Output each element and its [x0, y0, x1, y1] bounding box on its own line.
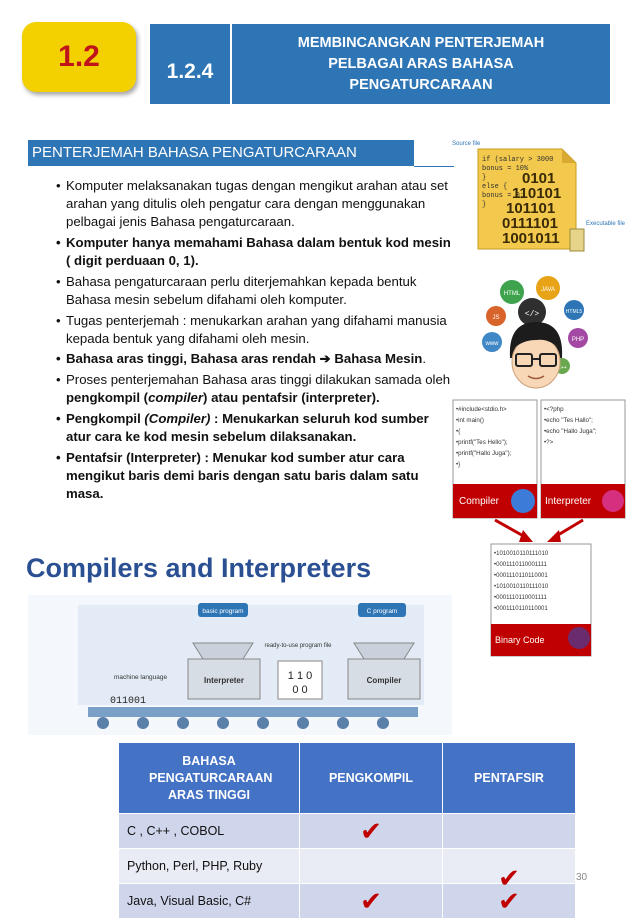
- interpreter-code-line: •echo "Hallo Juga";: [544, 428, 597, 435]
- language-tag: PHP: [572, 337, 584, 343]
- binary-code-line: •0001110110110001: [494, 606, 548, 612]
- interpreter-tick: ✔: [442, 848, 576, 891]
- machine-language-label: machine language: [114, 674, 168, 681]
- compiler-machine-label: Compiler: [367, 676, 402, 685]
- language-tag: C++: [557, 365, 567, 371]
- binary-code-line: •1010010110111010: [494, 584, 549, 590]
- basic-program-label: basic program: [202, 608, 243, 615]
- compiler-interpreter-machine-illustration: basic program Interpreter machine langua…: [28, 595, 452, 735]
- interpreter-empty-cell: [442, 813, 576, 849]
- executable-file-label: Executable file: [586, 221, 626, 227]
- section-title: PENTERJEMAH BAHASA PENGATURCARAAN: [28, 140, 414, 166]
- code-line: }: [482, 174, 486, 182]
- bullet-item: Tugas penterjemah : menukarkan arahan ya…: [56, 312, 456, 348]
- table-row: C , C++ , COBOL ✔: [118, 813, 576, 849]
- code-line: bonus = 0;: [482, 192, 524, 200]
- section-underline: [414, 166, 454, 167]
- header-divider: [230, 24, 232, 104]
- table-header-compiler: PENGKOMPIL: [299, 742, 443, 814]
- binary-code-line: •0001110110001111: [494, 562, 547, 568]
- bullet-item: Komputer hanya memahami Bahasa dalam ben…: [56, 234, 456, 270]
- language-cell: Python, Perl, PHP, Ruby: [118, 848, 300, 884]
- bullet-item: Proses penterjemahan Bahasa aras tinggi …: [56, 371, 456, 407]
- binary-line: 110101: [512, 185, 561, 202]
- language-tag: HTML: [504, 291, 521, 297]
- source-file-label: Source file: [452, 141, 481, 147]
- arrow-icon: ➔: [319, 351, 331, 367]
- compiler-code-line: •int main(): [456, 417, 484, 424]
- binary-code-line: •1010010110111010: [494, 551, 549, 557]
- language-translator-table: BAHASA PENGATURCARAAN ARAS TINGGI PENGKO…: [118, 742, 576, 919]
- binary-code-label: Binary Code: [495, 635, 545, 645]
- check-icon: ✔: [498, 886, 520, 916]
- header-title-line-3: PENGATURCARAAN: [349, 76, 493, 93]
- table-header-language: BAHASA PENGATURCARAAN ARAS TINGGI: [118, 742, 300, 814]
- ready-to-use-label: ready-to-use program file: [264, 643, 332, 649]
- language-tag: </>: [525, 310, 540, 319]
- program-file-bits: 0 0: [292, 684, 307, 696]
- table-row: Python, Perl, PHP, Ruby ✔: [118, 848, 576, 891]
- page-number: 30: [576, 872, 588, 883]
- binary-line: 101101: [506, 200, 555, 217]
- chapter-badge: 1.2: [22, 22, 136, 92]
- binary-code-line: •0001110110110001: [494, 573, 548, 579]
- check-icon: ✔: [498, 863, 520, 893]
- compiler-empty-cell: [299, 848, 443, 884]
- language-tag: JS: [492, 315, 499, 321]
- language-tag: www: [485, 341, 500, 347]
- compilers-interpreters-title: Compilers and Interpreters: [26, 553, 372, 583]
- interpreter-code-line: •echo "Tes Hallo";: [544, 417, 593, 424]
- binary-code-line: •0001110110001111: [494, 595, 547, 601]
- c-program-label: C program: [367, 608, 398, 615]
- bullet-item: Pengkompil (Compiler) : Menukarkan selur…: [56, 410, 456, 446]
- compiler-code-line: •printf("Tes Hello");: [456, 439, 508, 446]
- interpreter-tick: ✔: [442, 883, 576, 919]
- interpreter-label: Interpreter: [545, 496, 592, 507]
- header-title-line-1: MEMBINCANGKAN PENTERJEMAH: [297, 34, 545, 51]
- compiler-interpreter-diagram: •#include<stdio.h> •int main() •{ •print…: [451, 398, 627, 660]
- language-cell: C , C++ , COBOL: [118, 813, 300, 849]
- compiler-tick: ✔: [299, 813, 443, 849]
- code-line: else {: [482, 183, 507, 191]
- binary-line: 0111101: [502, 215, 558, 232]
- check-icon: ✔: [360, 886, 382, 916]
- binary-line: 1001011: [502, 230, 560, 247]
- compiler-tick: ✔: [299, 883, 443, 919]
- program-file-bits: 1 1 0: [288, 670, 312, 682]
- compiler-code-line: •}: [456, 461, 460, 468]
- output-bits: 011001: [110, 696, 146, 707]
- compiler-code-line: •#include<stdio.h>: [456, 406, 507, 413]
- interpreter-machine-label: Interpreter: [204, 676, 244, 685]
- binary-line: 0101: [522, 170, 555, 187]
- header-title-line-2: PELBAGAI ARAS BAHASA: [328, 55, 514, 72]
- bullet-item: Komputer melaksanakan tugas dengan mengi…: [56, 177, 456, 232]
- language-cell: Java, Visual Basic, C#: [118, 883, 300, 919]
- source-to-executable-illustration: Source file if (salary > 3000 bonus = 10…: [452, 141, 626, 252]
- interpreter-code-line: •<?php: [544, 406, 564, 413]
- language-tag: HTML5: [566, 309, 583, 315]
- bullet-item: Pentafsir (Interpreter) : Menukar kod su…: [56, 449, 456, 504]
- bullet-item: Bahasa aras tinggi, Bahasa aras rendah ➔…: [56, 350, 456, 368]
- compiler-code-line: •{: [456, 428, 460, 435]
- code-line: if (salary > 3000: [482, 156, 553, 164]
- header-title: MEMBINCANGKAN PENTERJEMAH PELBAGAI ARAS …: [232, 24, 610, 104]
- code-line: }: [482, 201, 486, 209]
- chapter-number: 1.2: [58, 40, 100, 73]
- subsection-number: 1.2.4: [150, 24, 230, 104]
- language-tag: JAVA: [541, 287, 555, 293]
- bullet-item: Bahasa pengaturcaraan perlu diterjemahka…: [56, 273, 456, 309]
- check-icon: ✔: [360, 816, 382, 846]
- code-line: bonus = 10%: [482, 165, 529, 173]
- programmer-languages-illustration: HTML JAVA JS HTML5 www PHP </> C++: [474, 262, 624, 396]
- interpreter-code-line: •?>: [544, 439, 554, 446]
- compiler-label: Compiler: [459, 496, 500, 507]
- compiler-code-line: •printf("Hallo Juga");: [456, 450, 512, 457]
- table-row: Java, Visual Basic, C# ✔ ✔: [118, 883, 576, 919]
- bullet-list: Komputer melaksanakan tugas dengan mengi…: [56, 177, 456, 506]
- table-header-interpreter: PENTAFSIR: [442, 742, 576, 814]
